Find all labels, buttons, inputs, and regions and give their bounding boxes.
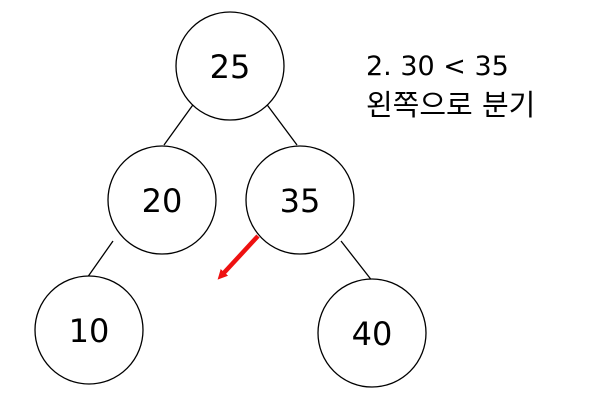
node-25: 25 <box>175 11 285 121</box>
node-35-label: 35 <box>280 182 321 220</box>
node-10-label: 10 <box>69 312 110 350</box>
step-annotation: 2. 30 < 35 왼쪽으로 분기 <box>366 48 535 124</box>
edge-25-35 <box>264 101 298 146</box>
node-40: 40 <box>317 278 427 388</box>
node-10: 10 <box>34 275 144 385</box>
edge-25-20 <box>163 101 196 146</box>
node-40-label: 40 <box>352 315 393 353</box>
branch-left-arrow <box>217 234 260 280</box>
node-20-label: 20 <box>142 182 183 220</box>
node-20: 20 <box>107 145 217 255</box>
branch-description: 왼쪽으로 분기 <box>366 88 536 122</box>
node-35: 35 <box>245 145 355 255</box>
edge-35-40 <box>340 240 374 283</box>
comparison-text: 2. 30 < 35 <box>366 51 509 82</box>
edge-20-10 <box>86 240 114 279</box>
node-25-label: 25 <box>210 48 251 86</box>
